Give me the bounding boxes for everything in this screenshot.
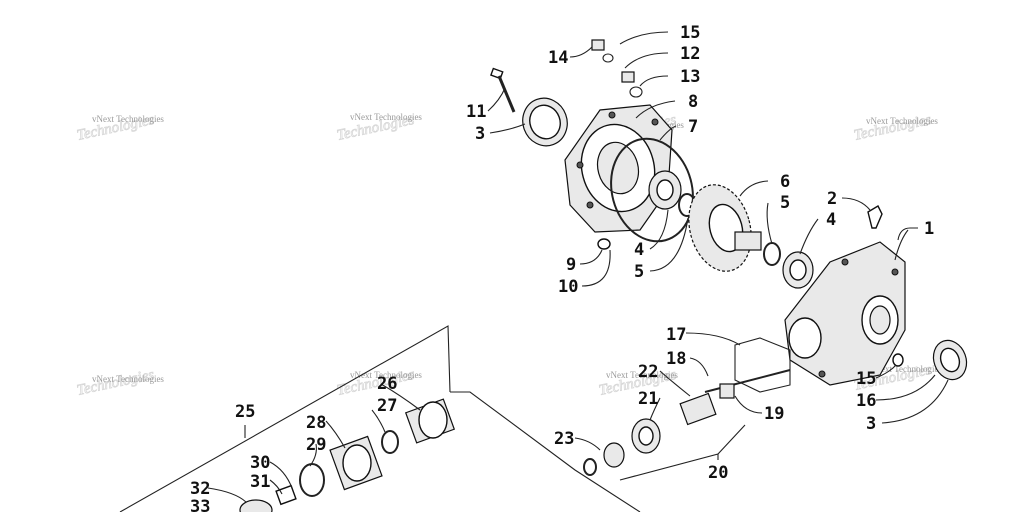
coupler-assembly-part [239, 398, 456, 512]
callout-1: 1 [924, 219, 934, 239]
callout-5: 5 [780, 193, 790, 213]
ring-gear-part [688, 184, 762, 272]
callout-2: 2 [827, 189, 837, 209]
collar-part [603, 442, 625, 468]
watermark-text: vNext Technologies [350, 112, 422, 122]
o-ring-part [602, 53, 614, 63]
callout-22: 22 [638, 362, 658, 382]
callout-9: 9 [566, 255, 576, 275]
bolt-part [490, 67, 516, 113]
callout-33: 33 [190, 497, 210, 512]
callout-27: 27 [377, 396, 397, 416]
bearing-part [719, 383, 735, 399]
bearing-part [648, 170, 682, 210]
bearing-part [631, 418, 661, 454]
callout-14: 14 [548, 48, 568, 68]
seal-part [522, 97, 568, 147]
callout-25: 25 [235, 402, 255, 422]
callout-20: 20 [708, 463, 728, 483]
o-ring-part [610, 137, 694, 243]
callout-19: 19 [764, 404, 784, 424]
plug-part [621, 71, 635, 83]
o-ring-part [629, 86, 643, 98]
plug-part [591, 39, 605, 51]
callout-21: 21 [638, 389, 658, 409]
callout-29: 29 [306, 435, 326, 455]
leader-lines [119, 31, 949, 512]
snap-ring-part [583, 458, 597, 476]
callout-23: 23 [554, 429, 574, 449]
gasket-part [734, 337, 791, 393]
callout-11: 11 [466, 102, 486, 122]
callout-26: 26 [377, 374, 397, 394]
callout-15: 15 [856, 369, 876, 389]
callout-8: 8 [688, 92, 698, 112]
bearing-part [782, 251, 814, 289]
callout-6: 6 [780, 172, 790, 192]
main-housing-part [784, 241, 906, 386]
washer-part [892, 353, 904, 367]
callout-17: 17 [666, 325, 686, 345]
callout-4: 4 [826, 210, 836, 230]
callout-3: 3 [475, 124, 485, 144]
callout-3: 3 [866, 414, 876, 434]
parts-group [239, 39, 968, 512]
pinion-gear-part [679, 369, 791, 426]
callout-7: 7 [688, 117, 698, 137]
callout-32: 32 [190, 479, 210, 499]
callout-16: 16 [856, 391, 876, 411]
callout-15: 15 [680, 23, 700, 43]
callout-10: 10 [558, 277, 578, 297]
watermark-text: vNext Technologies [866, 116, 938, 126]
callout-31: 31 [250, 472, 270, 492]
seal-part [932, 339, 968, 381]
watermark-text: vNext Technologies [92, 374, 164, 384]
shim-part [763, 242, 781, 266]
watermark-text: vNext Technologies [350, 370, 422, 380]
callout-5: 5 [634, 262, 644, 282]
watermark-text: vNext Technologies [870, 364, 942, 374]
callout-30: 30 [250, 453, 270, 473]
watermark-text: vNext Technologies [92, 114, 164, 124]
callout-4: 4 [634, 240, 644, 260]
callout-labels: 1 2 3 3 4 4 5 5 6 7 8 9 10 11 12 13 14 1… [190, 23, 934, 512]
washer-part [597, 238, 611, 250]
watermark-text: vNext Technologies [606, 370, 678, 380]
callout-13: 13 [680, 67, 700, 87]
breather-fitting-part [867, 205, 883, 229]
callout-28: 28 [306, 413, 326, 433]
callout-12: 12 [680, 44, 700, 64]
callout-18: 18 [666, 349, 686, 369]
